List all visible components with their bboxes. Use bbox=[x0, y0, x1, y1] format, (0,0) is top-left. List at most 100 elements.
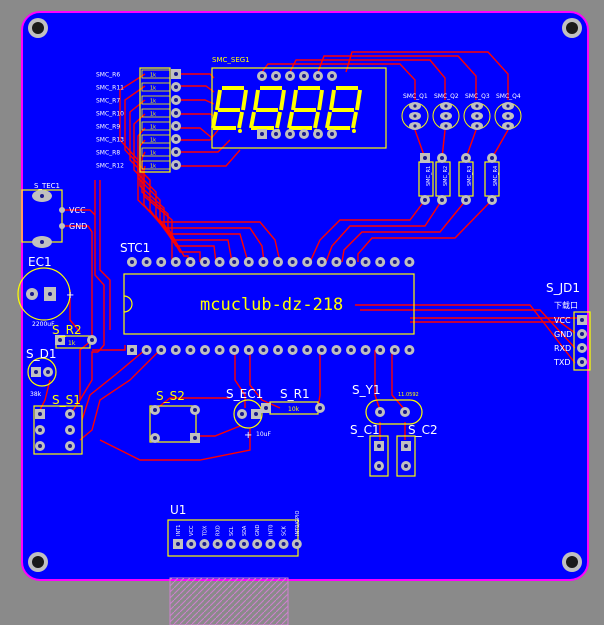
ec1s-pad bbox=[237, 409, 247, 419]
ec1s-pad bbox=[251, 409, 261, 419]
y1-value: 11.0592 bbox=[398, 392, 419, 398]
ec1s-plus: + bbox=[244, 430, 252, 441]
c1-pad bbox=[374, 461, 384, 471]
u1-pin-label: RXD bbox=[216, 525, 222, 536]
seg-resistor-value: 1k bbox=[150, 99, 156, 105]
seg-resistor-value: 1k bbox=[150, 86, 156, 92]
mcu-pin-top bbox=[127, 257, 137, 267]
tec-vcc-label: VCC bbox=[69, 206, 86, 215]
stc-label: STC1 bbox=[120, 241, 150, 255]
seven-segment-display bbox=[211, 86, 362, 133]
seg-resistor-value: 1k bbox=[150, 138, 156, 144]
seg-resistor-pad bbox=[171, 95, 181, 105]
display-pin-bottom bbox=[313, 129, 323, 139]
seg-resistor-label: SMC_R9 bbox=[96, 124, 120, 131]
jd1-label: S_JD1 bbox=[546, 281, 580, 295]
display-pin-top bbox=[313, 71, 323, 81]
q-resistor-label: SMC_R3 bbox=[467, 166, 473, 186]
jd1-pin bbox=[577, 357, 587, 367]
display-pin-bottom bbox=[327, 129, 337, 139]
d1-pad bbox=[31, 367, 41, 377]
transistor-label: SMC_Q2 bbox=[434, 93, 459, 100]
jd1-pin bbox=[577, 315, 587, 325]
d1-sub: 38k bbox=[30, 391, 42, 398]
display-pin-bottom bbox=[285, 129, 295, 139]
transistor-label: SMC_Q4 bbox=[496, 93, 521, 100]
jd1-pin-label: TXD bbox=[553, 358, 571, 367]
ec1s-value: 10uF bbox=[256, 431, 271, 438]
q-resistor-pad bbox=[487, 195, 497, 205]
s2-pad bbox=[150, 405, 160, 415]
jd1-pin bbox=[577, 343, 587, 353]
mcu-pin-top bbox=[156, 257, 167, 267]
q-resistor-pad bbox=[420, 195, 430, 205]
u1-pin bbox=[291, 539, 302, 549]
mcu-pin-top bbox=[141, 257, 152, 267]
mcu-pin-bottom bbox=[360, 345, 371, 355]
display-pin-top bbox=[327, 71, 337, 81]
mcu-pin-top bbox=[404, 257, 415, 267]
r2-value: 1k bbox=[68, 340, 76, 347]
mcu-pin-top bbox=[302, 257, 313, 267]
seg-resistor-pad bbox=[171, 69, 181, 79]
display-pin-top bbox=[285, 71, 295, 81]
s1-pad bbox=[65, 425, 75, 435]
d1-pad bbox=[43, 367, 53, 377]
s2-pad bbox=[190, 405, 200, 415]
u1-pin bbox=[199, 539, 210, 549]
y1-label: S_Y1 bbox=[352, 383, 381, 397]
seg-resistor-layer: 1kSMC_R61kSMC_R111kSMC_R71kSMC_R101kSMC_… bbox=[96, 69, 171, 170]
pcb-board bbox=[21, 11, 589, 581]
mcu-pin-bottom bbox=[346, 345, 356, 355]
c2-label: S_C2 bbox=[408, 423, 438, 437]
mcu-pin-bottom bbox=[389, 345, 400, 355]
mcu-pin-bottom bbox=[200, 345, 210, 355]
y1-pad bbox=[400, 407, 410, 417]
mcu-pin-bottom bbox=[127, 345, 137, 355]
display-pin-top bbox=[257, 71, 267, 81]
seg-resistor-value: 1k bbox=[150, 151, 156, 157]
u1-pin bbox=[265, 539, 276, 549]
r1-pad bbox=[315, 403, 325, 413]
mcu-pin-bottom bbox=[229, 345, 240, 355]
jd1-pin-label: VCC bbox=[554, 316, 571, 325]
transistor-label: SMC_Q3 bbox=[465, 93, 490, 100]
u1-pin-label: GND bbox=[255, 524, 261, 536]
mcu-pin-bottom bbox=[316, 345, 327, 355]
seg-resistor-value: 1k bbox=[150, 73, 156, 79]
ec1s-label: S_EC1 bbox=[226, 387, 263, 401]
mcu-pin-bottom bbox=[185, 345, 196, 355]
s1-pad bbox=[35, 425, 45, 435]
mounting-holes bbox=[28, 18, 582, 572]
seg-ref-label: SMC_SEG1 bbox=[212, 56, 250, 64]
q-resistor-label: SMC_R2 bbox=[443, 166, 449, 186]
r2-pad bbox=[55, 335, 65, 345]
ec1-plus: + bbox=[66, 290, 74, 301]
q-resistor-pad bbox=[487, 153, 497, 163]
r2-pad bbox=[87, 335, 97, 345]
mcu-pin-top bbox=[170, 257, 181, 267]
u1-pin bbox=[225, 539, 236, 549]
jd1-pin-label: RXD bbox=[554, 344, 571, 353]
tec-pads bbox=[32, 190, 65, 248]
s1-pad bbox=[65, 441, 75, 451]
mcu-pin-bottom bbox=[331, 345, 342, 355]
seg-resistor-pad bbox=[171, 82, 181, 92]
u1-pin-label: INT1 bbox=[176, 525, 182, 536]
s1-label: S_S1 bbox=[52, 393, 81, 407]
seg-resistor-pad bbox=[171, 108, 181, 118]
u1-label: U1 bbox=[170, 503, 186, 517]
mcu-pin-bottom bbox=[214, 345, 225, 355]
board-title: mcuclub-dz-218 bbox=[200, 295, 343, 315]
seg-resistor-label: SMC_R11 bbox=[96, 85, 124, 92]
s1-pad bbox=[35, 441, 45, 451]
mcu-pin-bottom bbox=[375, 345, 386, 355]
mcu-pin-bottom bbox=[243, 345, 254, 355]
display-pin-bottom bbox=[271, 129, 281, 139]
s1-pad bbox=[65, 409, 75, 419]
s2-label: S_S2 bbox=[156, 389, 185, 403]
seg-resistor-pad bbox=[171, 147, 181, 157]
c1-label: S_C1 bbox=[350, 423, 380, 437]
q-resistor-pad bbox=[461, 153, 471, 163]
